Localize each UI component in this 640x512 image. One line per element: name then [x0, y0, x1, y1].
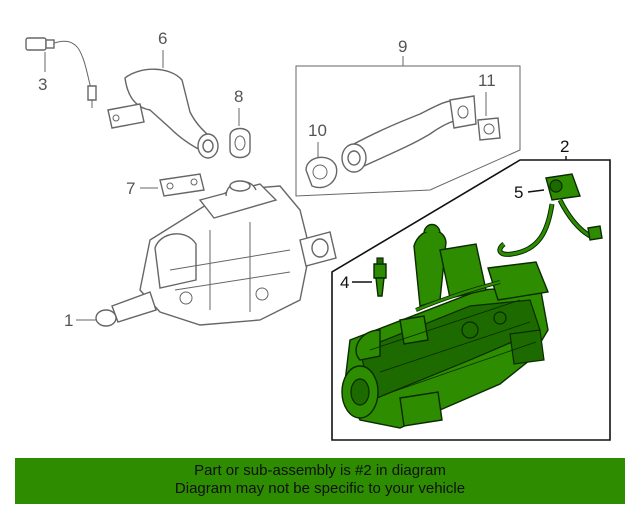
banner-line-1: Part or sub-assembly is #2 in diagram — [194, 462, 446, 479]
part-3-sensor[interactable] — [25, 37, 97, 108]
callout-3: 3 — [38, 75, 47, 94]
part-4-sensor[interactable] — [373, 257, 387, 297]
banner-line-2: Diagram may not be specific to your vehi… — [174, 480, 466, 497]
part-6-pipe[interactable] — [107, 68, 219, 159]
info-banner: Part or sub-assembly is #2 in diagram Di… — [15, 458, 625, 504]
part-9-pipe[interactable] — [341, 95, 477, 173]
callout-7: 7 — [126, 179, 135, 198]
part-5-solenoid[interactable] — [497, 173, 603, 257]
callout-2: 2 — [560, 137, 569, 156]
group-box-2 — [331, 159, 611, 441]
callout-8: 8 — [234, 87, 243, 106]
callout-4: 4 — [340, 273, 349, 292]
part-7-gasket[interactable] — [159, 173, 205, 197]
part-11-gasket[interactable] — [477, 117, 501, 141]
callout-5: 5 — [514, 183, 523, 202]
part-8-gasket[interactable] — [229, 127, 251, 159]
part-1-manifold-assembly[interactable] — [95, 180, 337, 327]
leader-5 — [527, 189, 545, 193]
callout-10: 10 — [308, 121, 327, 140]
part-10-gasket[interactable] — [305, 156, 338, 189]
callout-11: 11 — [478, 71, 496, 90]
group-box-9 — [295, 65, 521, 197]
callout-9: 9 — [398, 37, 407, 56]
callout-1: 1 — [64, 311, 73, 330]
part-2-egr-cooler-assembly[interactable] — [341, 223, 549, 429]
callout-6: 6 — [158, 29, 167, 48]
